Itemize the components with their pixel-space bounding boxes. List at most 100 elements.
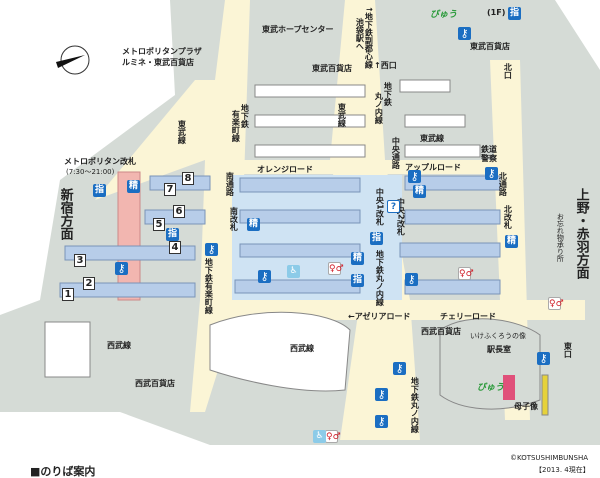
- reserved-ticket-office-icon[interactable]: 指: [166, 228, 179, 241]
- label: ↑地下鉄副都心線: [364, 6, 374, 69]
- fare-adjustment-icon[interactable]: 精: [127, 180, 140, 193]
- label: 地下鉄: [383, 82, 393, 106]
- label: 池袋駅へ: [355, 18, 365, 50]
- direction-east: 上野・赤羽方面: [573, 188, 589, 279]
- label: 西武線: [290, 344, 314, 353]
- platform-jr-4: [234, 279, 361, 294]
- coin-locker-icon[interactable]: [405, 273, 418, 286]
- seibu-building: [209, 311, 351, 392]
- label: いけふくろうの像: [470, 332, 526, 340]
- reserved-ticket-office-icon[interactable]: 指: [93, 184, 106, 197]
- platform-jr-5: [404, 175, 501, 191]
- label: 鉄道: [481, 145, 497, 154]
- view-plaza-marker: [503, 375, 515, 400]
- label: 地下鉄: [240, 104, 250, 128]
- reserved-ticket-office-icon[interactable]: 指: [351, 274, 364, 287]
- label: 地下鉄丸ノ内線: [410, 377, 420, 433]
- direction-west: 新宿方面: [57, 188, 73, 240]
- label: 東武ホープセンター: [262, 25, 334, 34]
- label: 中央1改札: [375, 188, 385, 226]
- coin-locker-icon[interactable]: [408, 170, 421, 183]
- platform-number: 7: [164, 183, 176, 196]
- platform-number: 4: [169, 241, 181, 254]
- platform-7-8: [149, 175, 211, 191]
- label: 母子像: [514, 402, 538, 411]
- label: メトロポリタンプラザ: [122, 47, 202, 56]
- view-plaza-logo: びゅう: [430, 10, 458, 20]
- tobu-platform-2: [254, 114, 366, 128]
- tobu-platform-3: [254, 144, 366, 158]
- reserved-ticket-office-icon[interactable]: 指: [508, 7, 521, 20]
- label: 南通路: [225, 172, 235, 196]
- platform-number: 5: [153, 218, 165, 231]
- label: メトロポリタン改札: [64, 157, 136, 166]
- information-icon[interactable]: ?: [387, 200, 400, 213]
- label: チェリーロード: [440, 312, 496, 321]
- restroom-icon: ♀♂: [328, 262, 344, 275]
- reserved-ticket-office-icon[interactable]: 指: [370, 232, 383, 245]
- label: 東武線: [337, 103, 347, 127]
- escalator: [541, 374, 549, 416]
- coin-locker-icon[interactable]: [375, 415, 388, 428]
- fare-adjustment-icon[interactable]: 精: [413, 185, 426, 198]
- coin-locker-icon[interactable]: [205, 243, 218, 256]
- label: (1F): [487, 8, 506, 17]
- tobu-platform-6: [404, 144, 481, 158]
- label: 警察: [481, 154, 497, 163]
- fare-adjustment-icon[interactable]: 精: [247, 218, 260, 231]
- platform-number: 6: [173, 205, 185, 218]
- platform-jr-2: [239, 209, 361, 224]
- platform-3-4: [64, 245, 196, 261]
- label: 中央通路: [391, 137, 401, 169]
- restroom-icon: ♀♂: [458, 267, 474, 280]
- platform-1-2: [59, 282, 196, 298]
- platform-jr-8: [404, 279, 501, 295]
- coin-locker-icon[interactable]: [115, 262, 128, 275]
- platform-jr-1: [239, 177, 361, 193]
- label: 東武線: [420, 134, 444, 143]
- view-plaza-logo: びゅう: [477, 383, 505, 393]
- label: ←アゼリアロード: [348, 312, 411, 321]
- label: 東武線: [177, 120, 187, 144]
- label: オレンジロード: [257, 165, 313, 174]
- label: 南改札: [229, 207, 239, 231]
- restroom-icon: ♀♂: [325, 430, 341, 443]
- coin-locker-icon[interactable]: [375, 388, 388, 401]
- corridor-orange: [225, 160, 515, 174]
- label: 北通路: [498, 172, 508, 196]
- platform-number: 1: [62, 288, 74, 301]
- label: 西武百貨店: [421, 327, 461, 336]
- accessible-icon: ♿: [287, 265, 300, 278]
- date-note: 【2013. 4現在】: [535, 466, 590, 474]
- label: 東武百貨店: [470, 42, 510, 51]
- accessible-icon: ♿: [313, 430, 326, 443]
- label: 東口: [563, 342, 573, 358]
- label: 地下鉄有楽町線: [204, 258, 214, 314]
- label: 有楽町線: [231, 110, 241, 142]
- coin-locker-icon[interactable]: [485, 167, 498, 180]
- coin-locker-icon[interactable]: [537, 352, 550, 365]
- platform-jr-3: [239, 243, 361, 258]
- restroom-icon: ♀♂: [548, 297, 564, 310]
- copyright: ©KOTSUSHIMBUNSHA: [510, 454, 589, 462]
- label: 北改札: [503, 205, 513, 229]
- label: ↑西口: [374, 61, 397, 70]
- tobu-platform-5: [404, 114, 466, 128]
- coin-locker-icon[interactable]: [458, 27, 471, 40]
- label: 駅長室: [487, 345, 511, 354]
- fare-adjustment-icon[interactable]: 精: [351, 252, 364, 265]
- label: 西武百貨店: [135, 379, 175, 388]
- label: 北口: [503, 63, 513, 79]
- platform-number: 2: [83, 277, 95, 290]
- label: 東武百貨店: [312, 64, 352, 73]
- fare-adjustment-icon[interactable]: 精: [505, 235, 518, 248]
- label: 地下鉄丸ノ内線: [375, 250, 385, 306]
- label: ルミネ・東武百貨店: [122, 58, 194, 67]
- coin-locker-icon[interactable]: [393, 362, 406, 375]
- platform-number: 3: [74, 254, 86, 267]
- tobu-platform-4: [399, 79, 451, 93]
- label: 西武線: [107, 341, 131, 350]
- compass-icon: [56, 45, 90, 75]
- coin-locker-icon[interactable]: [258, 270, 271, 283]
